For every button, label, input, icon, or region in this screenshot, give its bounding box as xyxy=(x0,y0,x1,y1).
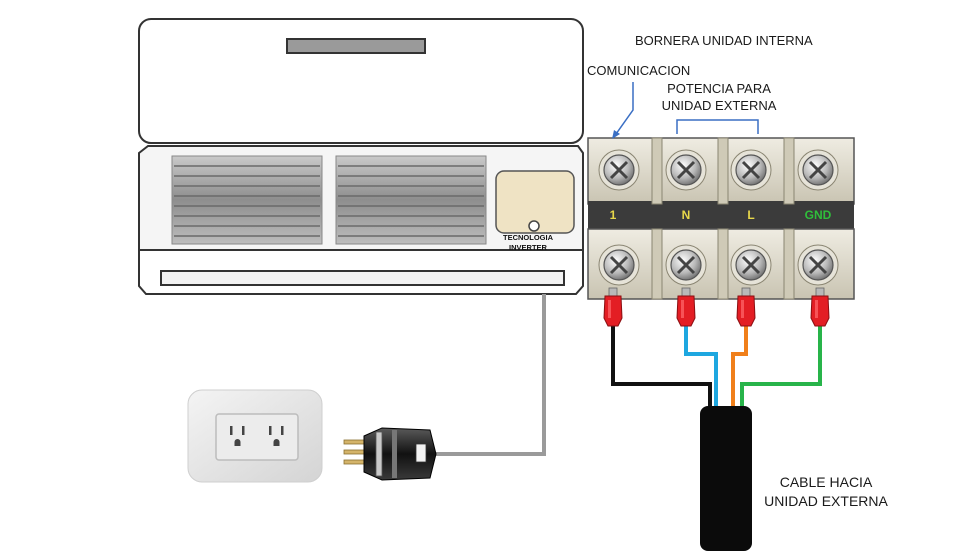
power-plug xyxy=(343,427,437,481)
power-cord xyxy=(430,294,546,456)
indoor-unit xyxy=(138,18,584,295)
terminal-screw-bottom-4 xyxy=(797,244,839,286)
ring-connector-4 xyxy=(810,287,830,327)
terminal-label-3: L xyxy=(747,208,754,222)
ring-connector-2 xyxy=(676,287,696,327)
terminal-screw-top-3 xyxy=(730,149,772,191)
inverter-badge-line2: INVERTER xyxy=(509,243,547,252)
ring-connector-3 xyxy=(736,287,756,327)
terminal-screw-bottom-3 xyxy=(730,244,772,286)
wire-2 xyxy=(684,326,718,406)
indoor-unit-top-slot xyxy=(286,38,426,54)
terminal-label-4: GND xyxy=(805,208,832,222)
terminal-label-band xyxy=(588,201,854,229)
annotation-lines xyxy=(612,82,759,139)
cable-label-line1: CABLE HACIA xyxy=(779,474,873,490)
wire-4 xyxy=(740,326,822,406)
cable-jacket xyxy=(700,406,752,551)
indoor-unit-top-cover xyxy=(138,18,584,144)
indoor-unit-indicator-light xyxy=(528,220,540,232)
terminal-label-2: N xyxy=(682,208,691,222)
cable-label-line2: UNIDAD EXTERNA xyxy=(764,493,888,509)
wall-outlet xyxy=(187,389,323,483)
power-bracket xyxy=(676,119,759,134)
indoor-unit-louver xyxy=(160,270,565,286)
wire-3 xyxy=(731,326,748,406)
wire-1 xyxy=(611,326,712,406)
communication-pointer xyxy=(615,82,634,135)
indoor-unit-display-panel xyxy=(495,170,575,234)
terminal-screw-bottom-1 xyxy=(598,244,640,286)
power-label-line1: POTENCIA PARA xyxy=(667,81,771,96)
terminal-screw-top-1 xyxy=(598,149,640,191)
ring-connector-1 xyxy=(603,287,623,327)
communication-label: COMUNICACION xyxy=(587,63,691,78)
terminal-screw-top-4 xyxy=(797,149,839,191)
indoor-unit-right-grill xyxy=(335,155,487,245)
inverter-badge: TECNOLOGIA INVERTER xyxy=(480,233,576,253)
terminal-block-top xyxy=(587,137,855,229)
terminal-label-1: 1 xyxy=(610,208,617,222)
terminal-block-title: BORNERA UNIDAD INTERNA xyxy=(635,33,813,48)
terminal-screw-bottom-2 xyxy=(665,244,707,286)
terminal-screw-top-2 xyxy=(665,149,707,191)
power-label-line2: UNIDAD EXTERNA xyxy=(661,98,777,113)
outlet-socket-right xyxy=(269,426,284,446)
indoor-unit-left-grill xyxy=(171,155,323,245)
outlet-socket-left xyxy=(230,426,245,446)
inverter-badge-line1: TECNOLOGIA xyxy=(503,233,553,242)
